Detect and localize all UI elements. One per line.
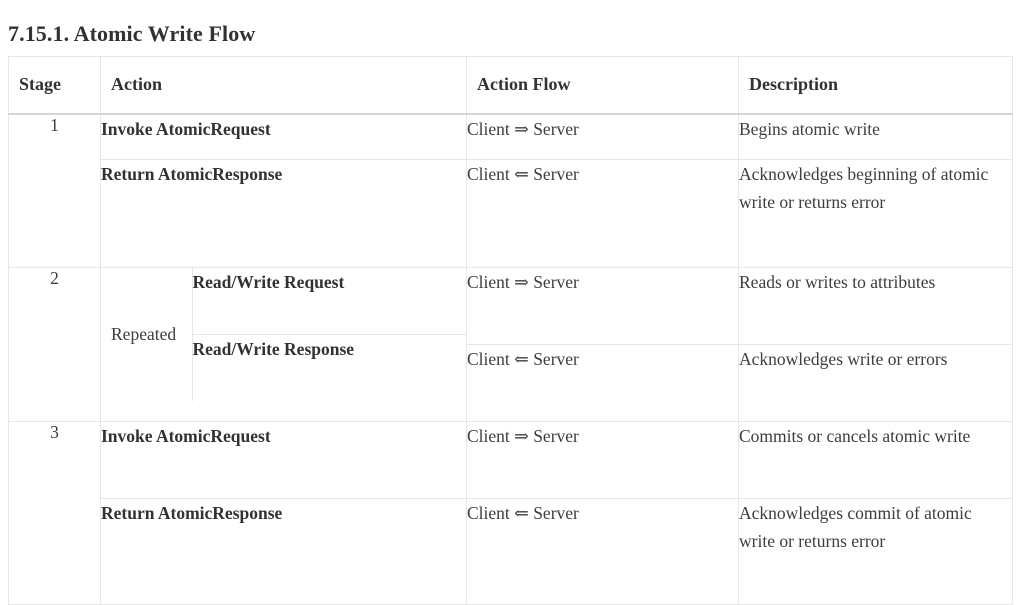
- action-flow-cell: Client ⇒ Server: [466, 113, 739, 160]
- table-row: Return AtomicResponse Client ⇐ Server Ac…: [9, 498, 1013, 605]
- action-flow-cell: Client ⇐ Server: [466, 498, 739, 605]
- action-nested-container: Repeated Read/Write Request Read/Write R…: [100, 267, 467, 422]
- action-cell: Invoke AtomicRequest: [100, 113, 467, 160]
- description-cell: Acknowledges beginning of atomic write o…: [738, 159, 1013, 268]
- action-flow-cell: Client ⇒ Server: [466, 267, 739, 345]
- action-cell: Read/Write Response: [192, 334, 467, 401]
- stage-cell-3: 3: [8, 421, 101, 605]
- description-cell: Acknowledges commit of atomic write or r…: [738, 498, 1013, 605]
- action-cell: Read/Write Request: [192, 272, 345, 292]
- table-header-row: Stage Action Action Flow Description: [8, 56, 1013, 115]
- description-cell: Begins atomic write: [738, 113, 1013, 160]
- column-header-stage: Stage: [8, 56, 101, 115]
- action-flow-cell: Client ⇐ Server: [466, 159, 739, 268]
- repeated-subtable: Repeated Read/Write Request Read/Write R…: [101, 268, 467, 401]
- repeated-label: Repeated: [101, 268, 193, 401]
- action-flow-cell: Client ⇒ Server: [466, 421, 739, 499]
- column-header-action: Action: [100, 56, 467, 115]
- description-cell: Reads or writes to attrib­utes: [738, 267, 1013, 345]
- table-header: Stage Action Action Flow Description: [8, 56, 1013, 115]
- column-header-description: Description: [738, 56, 1013, 115]
- table-body: 1 Invoke AtomicRequest Client ⇒ Server B…: [8, 113, 1013, 605]
- action-flow-cell: Client ⇐ Server: [466, 344, 739, 422]
- description-cell: Acknowledges write or errors: [738, 344, 1013, 422]
- table-row: Return AtomicResponse Client ⇐ Server Ac…: [9, 159, 1013, 268]
- table-row: Client ⇐ Server Acknowledges write or er…: [9, 344, 1013, 422]
- page-title: 7.15.1. Atomic Write Flow: [8, 21, 256, 47]
- atomic-write-flow-table: Stage Action Action Flow Description 1 I…: [8, 56, 1013, 605]
- table-row: 1 Invoke AtomicRequest Client ⇒ Server B…: [8, 113, 1013, 268]
- action-cell: Return AtomicResponse: [100, 159, 467, 268]
- subtable-row: Repeated Read/Write Request: [101, 268, 467, 401]
- stage-cell-2: 2: [8, 267, 101, 422]
- document-page: 7.15.1. Atomic Write Flow Stage Action A…: [8, 21, 1013, 605]
- table-row: 2 Repeated Read/Write Request Read/Write…: [8, 267, 1013, 422]
- table-row: 3 Invoke AtomicRequest Client ⇒ Server C…: [8, 421, 1013, 605]
- stage-cell-1: 1: [8, 113, 101, 268]
- column-header-action-flow: Action Flow: [466, 56, 739, 115]
- action-cell: Return AtomicResponse: [100, 498, 467, 605]
- description-cell: Commits or cancels atomic write: [738, 421, 1013, 499]
- subtable-row: Read/Write Response: [101, 334, 467, 401]
- action-cell: Invoke AtomicRequest: [100, 421, 467, 499]
